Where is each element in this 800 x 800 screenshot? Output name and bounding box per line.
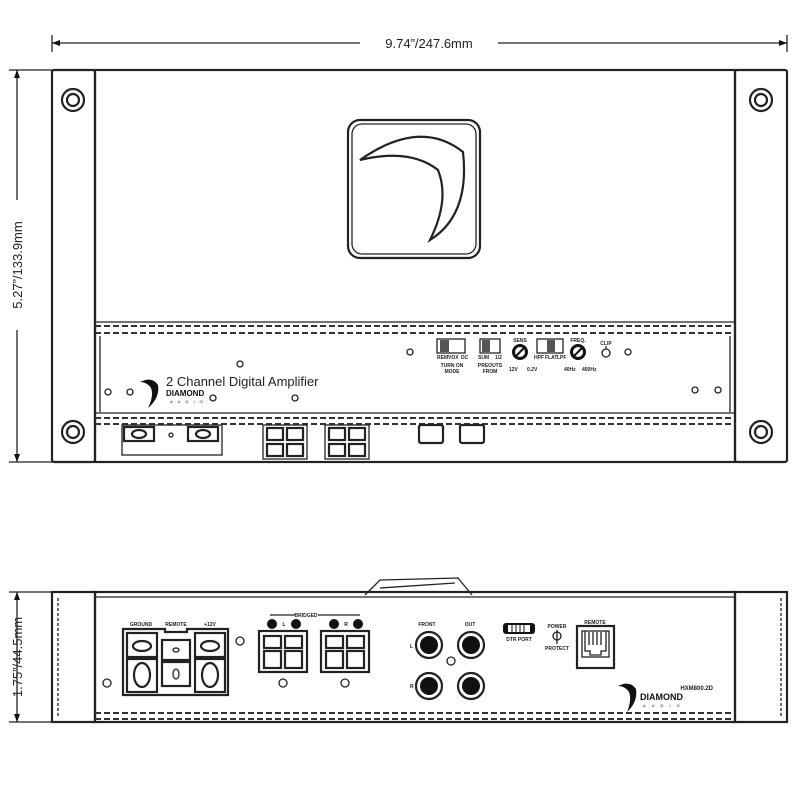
left-channel-label: L bbox=[282, 622, 285, 628]
mounting-holes bbox=[60, 87, 774, 445]
rem-label: REM bbox=[437, 355, 448, 361]
from-label: FROM bbox=[483, 369, 498, 375]
right-channel-label: R bbox=[344, 622, 348, 628]
side-view: GROUND REMOTE +12V BRIDGED L R bbox=[50, 577, 789, 724]
sens-max-label: 0.2V bbox=[527, 367, 538, 373]
freq-knob[interactable]: FREQ. 40Hz 400Hz bbox=[564, 338, 597, 373]
clip-label: CLIP bbox=[600, 341, 612, 347]
rca-jacks-top bbox=[417, 423, 486, 445]
width-dimension: 9.74”/247.6mm bbox=[51, 35, 788, 52]
speaker-terminal-block: BRIDGED L R bbox=[257, 613, 371, 674]
sens-min-label: 12V bbox=[509, 367, 519, 373]
ground-label: GROUND bbox=[130, 622, 153, 628]
dc-label: DC bbox=[461, 355, 469, 361]
side-brand-sub: AUDIO bbox=[643, 703, 686, 708]
turn-on-mode-switch[interactable]: REM VOX DC TURN ON MODE bbox=[436, 338, 469, 375]
freq-min-label: 40Hz bbox=[564, 367, 576, 373]
lpf-label: LPF bbox=[557, 355, 566, 361]
rca-left-label: L bbox=[410, 644, 413, 650]
power-terminals-top bbox=[121, 424, 223, 456]
speaker-terminals-top bbox=[262, 424, 370, 460]
product-line-text: 2 Channel Digital Amplifier bbox=[166, 374, 319, 389]
rca-right-label: R bbox=[410, 684, 414, 690]
remote-port[interactable]: REMOTE bbox=[575, 620, 616, 670]
logo-badge bbox=[346, 118, 482, 260]
plus12v-label: +12V bbox=[204, 622, 216, 628]
panel-screws bbox=[104, 348, 722, 402]
mode-label: MODE bbox=[445, 369, 461, 375]
clip-led: CLIP bbox=[600, 341, 612, 358]
dtr-port[interactable]: DTR PORT bbox=[503, 623, 535, 643]
preouts-switch[interactable]: SUM 1/2 PREOUTS FROM bbox=[478, 338, 503, 375]
side-brand: HXM800.2D DIAMOND AUDIO bbox=[618, 683, 714, 712]
sum-label: SUM bbox=[478, 355, 489, 361]
remote-label: REMOTE bbox=[165, 622, 187, 628]
out-label: OUT bbox=[465, 622, 476, 628]
remote-port-label: REMOTE bbox=[584, 620, 606, 626]
front-label: FRONT bbox=[418, 622, 435, 628]
brand-text: DIAMOND bbox=[166, 389, 204, 398]
dtr-port-label: DTR PORT bbox=[506, 637, 532, 643]
half-label: 1/2 bbox=[495, 355, 502, 361]
hpf-label: HPF bbox=[534, 355, 544, 361]
protect-label: PROTECT bbox=[545, 646, 569, 652]
screws-side bbox=[102, 636, 456, 688]
height-dimension: 5.27”/133.9mm bbox=[9, 69, 52, 463]
preouts-label: PREOUTS bbox=[478, 363, 503, 369]
power-protect-led: POWER PROTECT bbox=[545, 624, 569, 652]
model-label: HXM800.2D bbox=[680, 686, 713, 692]
filter-switch[interactable]: HPF FLAT LPF bbox=[534, 338, 566, 361]
side-brand-text: DIAMOND bbox=[640, 692, 683, 702]
height-label: 5.27”/133.9mm bbox=[10, 221, 25, 308]
top-view: 2 Channel Digital Amplifier DIAMOND AUDI… bbox=[50, 68, 789, 464]
power-label: POWER bbox=[548, 624, 567, 630]
turn-on-label: TURN ON bbox=[441, 363, 464, 369]
diamond-logo-mark bbox=[140, 379, 159, 408]
vox-label: VOX bbox=[448, 355, 459, 361]
sens-knob[interactable]: SENS 12V 0.2V bbox=[509, 338, 538, 373]
sens-label: SENS bbox=[513, 338, 527, 344]
brand-sub-text: AUDIO bbox=[170, 399, 208, 404]
bridged-label: BRIDGED bbox=[294, 613, 317, 619]
depth-label: 1.75”/44.5mm bbox=[10, 617, 25, 697]
width-label: 9.74”/247.6mm bbox=[385, 36, 472, 51]
flat-label: FLAT bbox=[545, 355, 557, 361]
freq-max-label: 400Hz bbox=[582, 367, 597, 373]
rca-inputs: FRONT OUT L R bbox=[410, 622, 486, 701]
power-terminal-block: GROUND REMOTE +12V bbox=[121, 622, 230, 697]
depth-dimension: 1.75”/44.5mm bbox=[9, 591, 52, 723]
freq-label: FREQ. bbox=[570, 338, 586, 344]
